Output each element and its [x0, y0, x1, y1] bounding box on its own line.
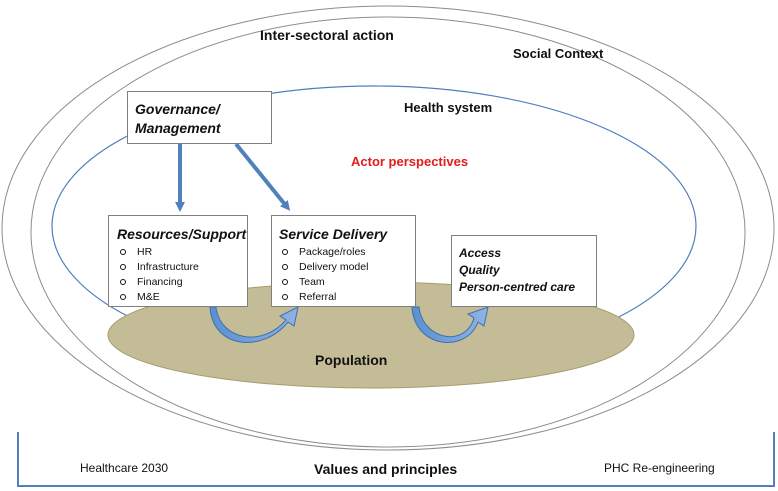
curved-arrow-icon	[411, 306, 489, 343]
social-context-ellipse	[1, 5, 775, 451]
list-item: Infrastructure	[117, 260, 247, 275]
outcomes-box: Access Quality Person-centred care	[451, 235, 597, 307]
list-item: Package/roles	[279, 245, 415, 260]
values-bracket	[17, 432, 775, 487]
list-item: Delivery model	[279, 260, 415, 275]
curved-arrow-icon	[209, 306, 299, 343]
actor-perspectives-label: Actor perspectives	[351, 154, 469, 169]
outcome-access: Access	[459, 246, 502, 260]
health-system-label: Health system	[404, 100, 493, 115]
governance-title-line2: Management	[135, 120, 221, 136]
arrow-diagonal-icon	[234, 142, 291, 211]
governance-title-line1: Governance/	[135, 101, 220, 117]
footer-center-label: Values and principles	[314, 461, 458, 477]
service-delivery-list: Package/roles Delivery model Team Referr…	[279, 245, 415, 305]
footer-right-label: PHC Re-engineering	[604, 461, 715, 475]
list-item: Financing	[117, 275, 247, 290]
list-item: Team	[279, 275, 415, 290]
list-item: M&E	[117, 290, 247, 305]
service-delivery-box: Service Delivery Package/roles Delivery …	[271, 215, 416, 307]
resources-title: Resources/Support	[117, 226, 247, 242]
resources-box: Resources/Support HR Infrastructure Fina…	[108, 215, 248, 307]
resources-list: HR Infrastructure Financing M&E	[117, 245, 247, 305]
footer-left-label: Healthcare 2030	[80, 461, 169, 475]
governance-box: Governance/ Management	[127, 91, 272, 144]
social-context-label: Social Context	[513, 46, 604, 61]
list-item: HR	[117, 245, 247, 260]
inter-sectoral-label: Inter-sectoral action	[260, 27, 394, 43]
outcome-person-centred-care: Person-centred care	[459, 280, 576, 294]
service-delivery-title: Service Delivery	[279, 226, 388, 242]
outcome-quality: Quality	[459, 263, 500, 277]
inter-sectoral-ellipse	[30, 16, 746, 448]
population-label: Population	[315, 352, 388, 368]
list-item: Referral	[279, 290, 415, 305]
